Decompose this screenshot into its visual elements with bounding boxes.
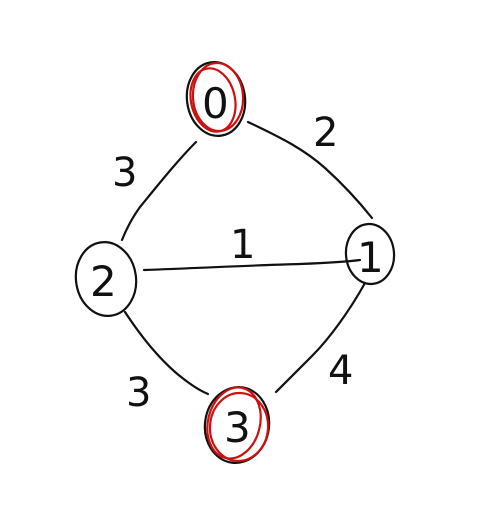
node-3: 3: [203, 386, 271, 464]
edge-0-2-weight: 3: [112, 150, 137, 196]
node-3-highlight-circle-2: [208, 391, 270, 463]
node-1-circle: [344, 222, 396, 286]
edge-0-2: [120, 140, 198, 242]
node-0-highlight-circle-2: [191, 61, 245, 133]
node-2-circle: [74, 241, 138, 317]
node-3-label: 3: [224, 403, 251, 452]
node-0-label: 0: [202, 79, 229, 128]
edge-0-1-weight: 2: [313, 110, 338, 156]
node-2-label: 2: [90, 257, 117, 306]
edge-2-3-weight: 3: [126, 370, 151, 416]
edge-1-3: [274, 281, 367, 394]
node-1-label: 1: [357, 233, 384, 282]
edge-2-1-weight: 1: [230, 222, 255, 268]
node-2: 2: [74, 241, 138, 317]
edge-2-1: [142, 258, 362, 272]
edge-1-3-weight: 4: [328, 348, 353, 394]
node-1: 1: [344, 222, 396, 286]
node-0-circle: [185, 61, 247, 137]
edge-0-1: [246, 120, 374, 220]
edge-2-3: [123, 310, 210, 396]
node-0: 0: [185, 61, 247, 137]
